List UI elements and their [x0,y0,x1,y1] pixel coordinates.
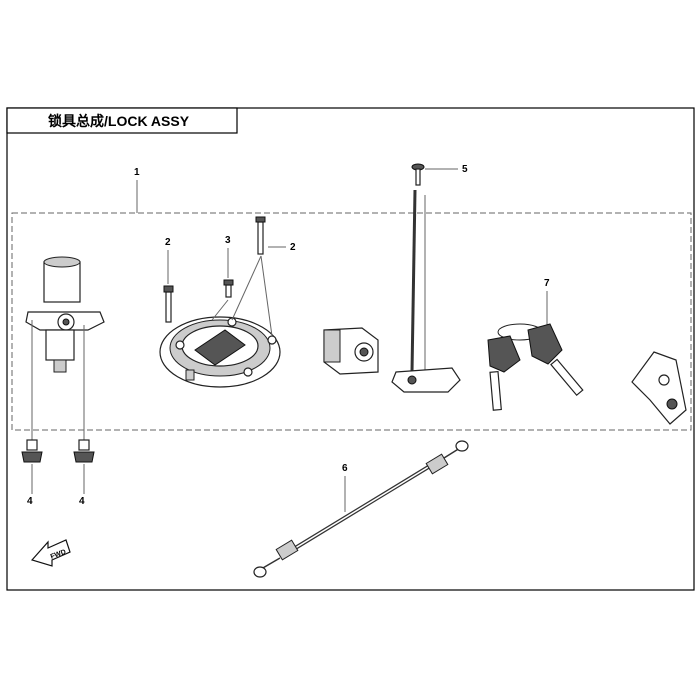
bolt-part [165,291,172,323]
diagram-title: 锁具总成/LOCK ASSY [48,113,190,129]
callout-3: 3 [225,235,231,246]
callout-5: 5 [462,164,468,175]
callout-1: 1 [134,167,140,178]
callout-4-right: 4 [79,496,85,507]
callout-4-left: 4 [27,496,33,507]
ignition-switch-part [25,256,105,373]
bracket-part [631,351,687,425]
assembly-group-box [11,212,692,431]
callout-2-right: 2 [290,242,296,253]
fwd-arrow-icon: FWD [30,539,71,567]
title-box [6,107,238,134]
callout-6: 6 [342,463,348,474]
cable-part [253,440,469,578]
diagram-frame [6,107,695,591]
latch-rod-part [391,163,461,393]
callout-2-left: 2 [165,237,171,248]
keys-part [487,323,584,411]
seat-lock-part [323,327,379,375]
fuel-cap-part [159,316,281,388]
nut-part [21,439,95,463]
callout-7: 7 [544,278,550,289]
